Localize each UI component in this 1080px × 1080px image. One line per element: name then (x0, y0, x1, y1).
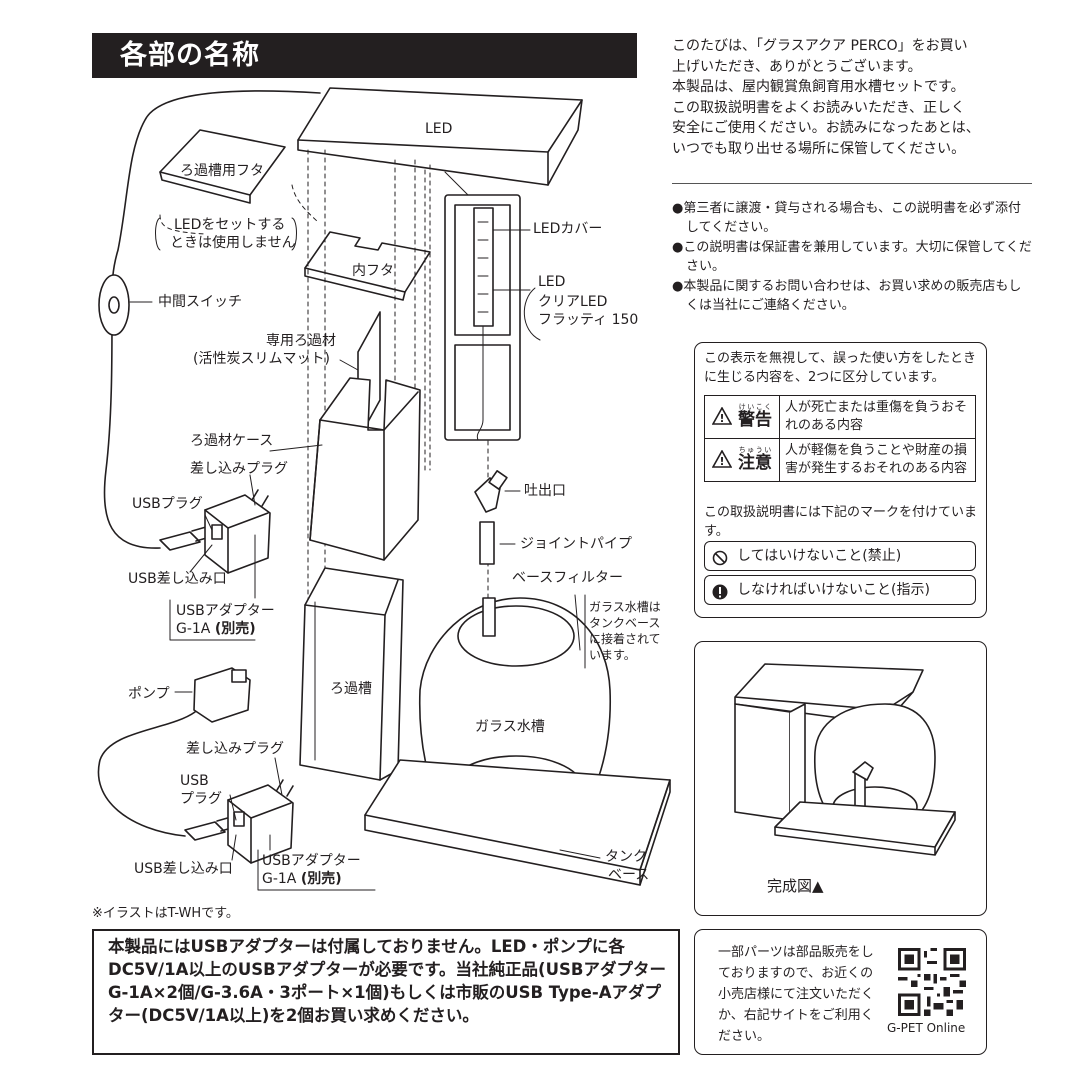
label-glass-note-3: に接着されて (589, 632, 661, 646)
intro-line: 上げいただき、ありがとうございます。 (672, 58, 922, 75)
intro-line: このたびは、「グラスアクア PERCO」をお買い (672, 38, 968, 54)
usb-plug-1 (159, 526, 211, 551)
label-usb-plug-1: USBプラグ (132, 496, 203, 512)
label-tank-base-1: タンク (605, 849, 647, 865)
intro-line: この取扱説明書をよくお読みいただき、正しく (672, 99, 966, 116)
label-plug-1: 差し込みプラグ (190, 461, 288, 477)
filter-tank (299, 567, 404, 781)
warning-table: ! 警告けいこく 人が死亡または重傷を負うおそれのある内容 ! 注意ちゅうい 人… (704, 395, 976, 482)
intro-text: このたびは、「グラスアクア PERCO」をお買い 上げいただき、ありがとうござい… (672, 36, 1042, 159)
intro-line: 安全にご使用ください。お読みになったあとは、 (672, 120, 980, 136)
warning-label-text: 警告けいこく (737, 403, 772, 430)
label-glass-note-2: タンクベース (589, 616, 661, 630)
label-glass-tank: ガラス水槽 (475, 719, 545, 735)
label-adapter-2: G-1A (別売) (262, 871, 342, 887)
label-adapter-2a: USBアダプター (262, 853, 361, 869)
parts-text: 一部パーツは部品販売をしておりますので、お近くの小売店様にて注文いただくか、右記… (718, 945, 875, 1044)
label-clear-led-1: クリアLED (538, 294, 608, 310)
warning-box: この表示を無視して、誤った使い方をしたときに生じる内容を、2つに区分しています。… (694, 342, 987, 618)
middle-switch (98, 274, 130, 336)
note-item: ●この説明書は保証書を兼用しています。大切に保管してください。 (672, 240, 1032, 274)
note-item: ●本製品に関するお問い合わせは、お買い求めの販売店もしくは当社にご連絡ください。 (672, 279, 1022, 313)
label-glass-note-4: います。 (589, 648, 636, 662)
tank-base (364, 759, 671, 886)
svg-text:!: ! (720, 455, 725, 468)
label-led-2: LED (538, 274, 566, 290)
qr-label: G-PET Online (887, 1021, 966, 1035)
label-adapter-1a: USBアダプター (176, 603, 275, 619)
label-pump: ポンプ (128, 686, 170, 702)
mark-prohibited-text: してはいけないこと(禁止) (737, 548, 902, 564)
led-cover (444, 194, 541, 441)
label-usb-plug-2b: プラグ (180, 791, 222, 807)
caution-label: ! 注意ちゅうい (704, 438, 780, 482)
mark-mandatory: しなければいけないこと(指示) (704, 575, 976, 605)
warning-label: ! 警告けいこく (704, 395, 780, 439)
joint-pipe (479, 521, 495, 565)
caution-label-text: 注意ちゅうい (737, 446, 772, 473)
label-joint-pipe: ジョイントパイプ (520, 536, 632, 552)
notes-list: ●第三者に譲渡・貸与される場合も、この説明書を必ず添付してください。 ●この説明… (672, 199, 1032, 316)
notice-text: 本製品にはUSBアダプターは付属しておりません。LED・ポンプに各DC5V/1A… (108, 937, 666, 1025)
caution-text: 人が軽傷を負うことや財産の損害が発生するおそれのある内容 (779, 438, 976, 482)
completed-illustration (734, 663, 956, 856)
label-inner-lid: 内フタ (352, 263, 394, 279)
filter-case (309, 377, 421, 561)
label-middle-switch: 中間スイッチ (158, 294, 242, 310)
pump (193, 667, 251, 723)
label-usb-plug-2a: USB (180, 773, 209, 789)
intro-line: 本製品は、屋内観賞魚飼育用水槽セットです。 (672, 79, 965, 95)
inner-lid (304, 231, 431, 301)
usb-adapter-1 (204, 489, 271, 574)
label-usb-port-1: USB差し込み口 (128, 571, 227, 587)
note-item: ●第三者に譲渡・貸与される場合も、この説明書を必ず添付してください。 (672, 201, 1021, 235)
filter-lid (159, 129, 286, 204)
label-clear-led-2: フラッティ 150 (538, 312, 639, 328)
marks-lead: この取扱説明書には下記のマークを付けています。 (704, 505, 978, 539)
parts-info-box (694, 929, 987, 1055)
mark-prohibited: してはいけないこと(禁止) (704, 541, 976, 571)
label-filter-tank: ろ過槽 (330, 681, 372, 697)
illustration-note: ※イラストはT-WHです。 (92, 906, 239, 921)
led-cord (111, 90, 321, 301)
intro-line: いつでも取り出せる場所に保管してください。 (672, 140, 966, 157)
switch-cord (103, 317, 161, 549)
prohibited-icon (712, 548, 728, 576)
label-led: LED (425, 121, 453, 137)
warning-row: ! 注意ちゅうい 人が軽傷を負うことや財産の損害が発生するおそれのある内容 (704, 438, 976, 482)
outlet-nozzle (474, 470, 508, 513)
label-lid-note-1: LEDをセットする (174, 217, 286, 233)
warning-row: ! 警告けいこく 人が死亡または重傷を負うおそれのある内容 (704, 395, 976, 439)
pump-cord (97, 711, 196, 837)
label-filter-material-1: 専用ろ過材 (266, 333, 336, 349)
label-filter-case: ろ過材ケース (190, 433, 274, 449)
led-unit (297, 87, 583, 186)
qr-code-icon (898, 948, 966, 1016)
label-base-filter: ベースフィルター (512, 570, 624, 586)
label-tank-base-2: ベース (608, 867, 650, 883)
label-filter-lid: ろ過槽用フタ (180, 163, 264, 179)
usb-adapter-notice (92, 929, 680, 1055)
usb-adapter-2 (227, 779, 294, 864)
label-adapter-1: G-1A (別売) (176, 621, 256, 637)
label-usb-port-2: USB差し込み口 (134, 861, 233, 877)
completed-view-box (694, 641, 987, 916)
warning-triangle-icon: ! (711, 406, 738, 430)
label-filter-material-2: (活性炭スリムマット) (193, 351, 330, 367)
label-led-cover: LEDカバー (533, 221, 603, 237)
label-plug-2: 差し込みプラグ (186, 741, 284, 757)
mandatory-icon (712, 582, 728, 610)
label-glass-note-1: ガラス水槽は (589, 600, 661, 614)
svg-text:!: ! (720, 412, 725, 425)
divider (672, 183, 1032, 184)
warning-text: 人が死亡または重傷を負うおそれのある内容 (779, 395, 976, 439)
warning-lead: この表示を無視して、誤った使い方をしたときに生じる内容を、2つに区分しています。 (704, 351, 976, 385)
mark-mandatory-text: しなければいけないこと(指示) (737, 582, 930, 598)
page-title: 各部の名称 (92, 33, 637, 78)
completed-view-label: 完成図▲ (767, 877, 824, 895)
label-lid-note-2: ときは使用しません (170, 235, 296, 251)
caution-triangle-icon: ! (711, 449, 738, 473)
label-outlet: 吐出口 (524, 483, 566, 499)
